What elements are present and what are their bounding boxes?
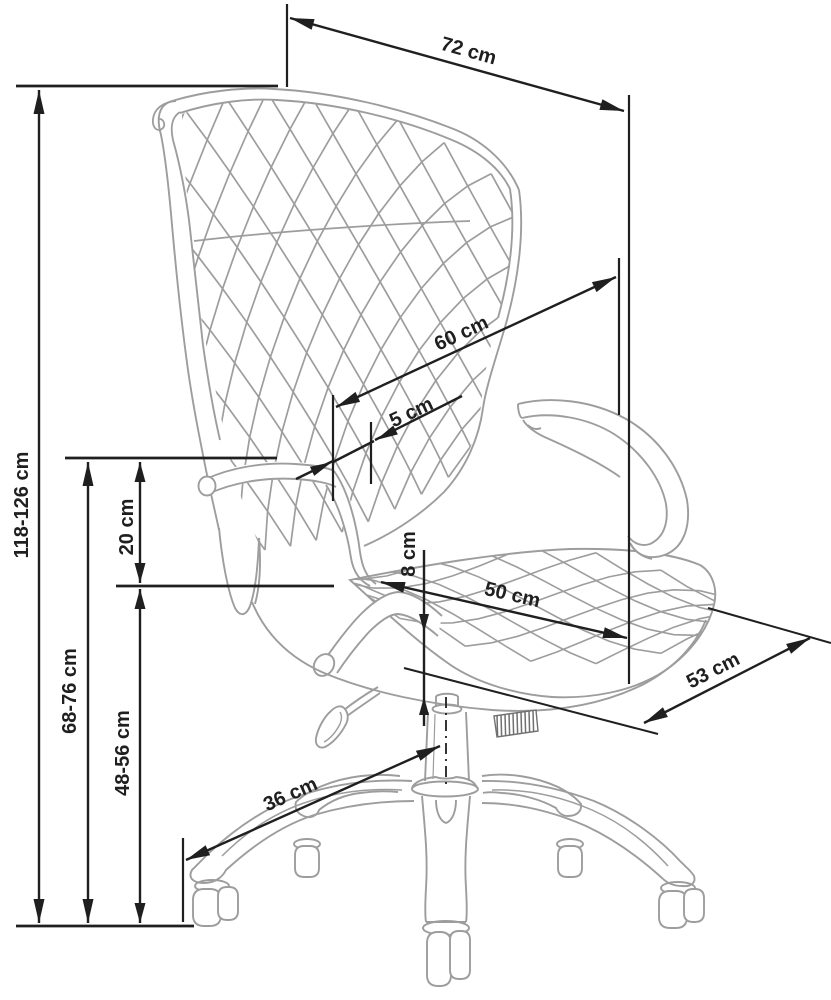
svg-text:118-126 cm: 118-126 cm	[11, 452, 33, 559]
svg-text:36 cm: 36 cm	[260, 773, 321, 816]
svg-text:20 cm: 20 cm	[116, 499, 138, 556]
svg-text:8 cm: 8 cm	[398, 531, 420, 577]
svg-text:68-76 cm: 68-76 cm	[59, 648, 81, 734]
svg-text:5 cm: 5 cm	[386, 393, 437, 432]
svg-text:72 cm: 72 cm	[438, 33, 499, 69]
svg-text:48-56 cm: 48-56 cm	[112, 710, 134, 796]
